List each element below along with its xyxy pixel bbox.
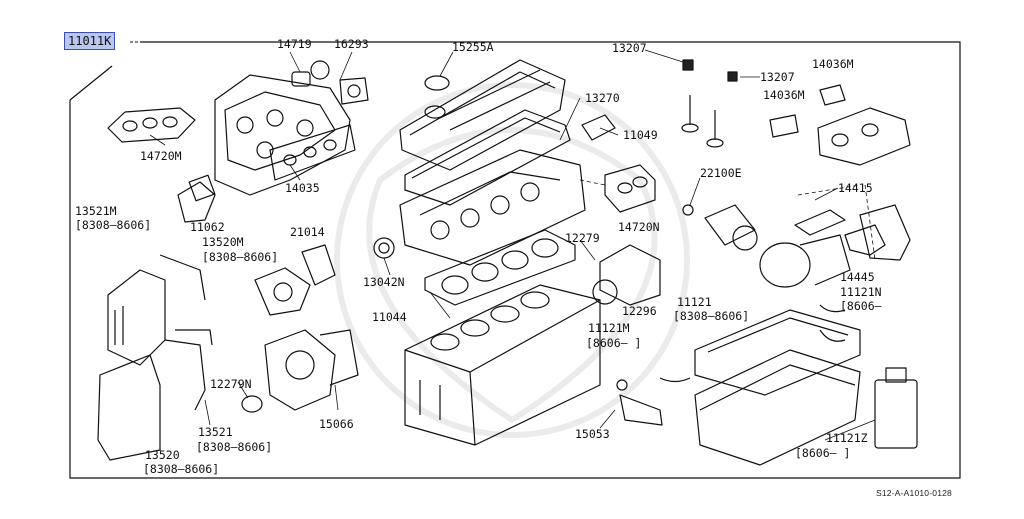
part-label-12279N[interactable]: 12279N	[210, 377, 252, 391]
valves[interactable]	[681, 95, 724, 148]
oil-strainer[interactable]	[619, 394, 663, 426]
part-label-14720M[interactable]: 14720M	[140, 149, 182, 163]
part-label-14720N[interactable]: 14720N	[618, 220, 660, 234]
part-label-13207-b[interactable]: 13207	[760, 70, 795, 84]
camshaft-seal[interactable]	[373, 237, 395, 259]
part-label-13270[interactable]: 13270	[585, 91, 620, 105]
distributor[interactable]	[704, 204, 758, 251]
part-label-11121M[interactable]: 11121M	[588, 321, 630, 335]
part-label-11121Z[interactable]: 11121Z	[826, 431, 868, 445]
part-label-13521-range[interactable]: [8308–8606]	[196, 440, 273, 454]
turbocharger[interactable]	[759, 209, 851, 288]
watermark	[334, 82, 690, 438]
part-label-12296[interactable]: 12296	[622, 304, 657, 318]
rocker-cover[interactable]	[399, 59, 566, 171]
part-label-15053[interactable]: 15053	[575, 427, 610, 441]
part-label-13520-range[interactable]: [8308–8606]	[143, 462, 220, 476]
part-label-21014[interactable]: 21014	[290, 225, 325, 239]
part-label-11121N[interactable]: 11121N	[840, 285, 882, 299]
part-label-14035[interactable]: 14035	[285, 181, 320, 195]
front-cover-gasket[interactable]	[319, 329, 359, 386]
diagram-code: S12-A-A1010-0128	[876, 488, 952, 498]
cylinder-block[interactable]	[404, 284, 601, 446]
timing-cover-upper[interactable]	[107, 269, 166, 366]
part-label-11049[interactable]: 11049	[623, 128, 658, 142]
alignment-lines	[579, 179, 876, 261]
part-label-11121Z-range[interactable]: [8606– ]	[795, 446, 851, 460]
exhaust-outlet[interactable]	[859, 204, 911, 261]
part-label-13521[interactable]: 13521	[198, 425, 233, 439]
exhaust-manifold-gasket-left[interactable]	[107, 107, 196, 143]
manifold-gasket[interactable]	[269, 124, 356, 181]
part-label-15066[interactable]: 15066	[319, 417, 354, 431]
part-label-11121N-range[interactable]: [8606–	[840, 299, 882, 313]
part-label-13521M[interactable]: 13521M	[75, 204, 117, 218]
oil-pump[interactable]	[264, 329, 336, 411]
part-label-13520M[interactable]: 13520M	[202, 235, 244, 249]
gasket-14036M-b[interactable]	[769, 114, 799, 138]
valve-seal-b[interactable]	[727, 71, 738, 82]
timing-gasket-13520[interactable]	[164, 339, 206, 411]
part-label-14036M-b[interactable]: 14036M	[763, 88, 805, 102]
part-label-14415[interactable]: 14415	[838, 181, 873, 195]
part-label-12279[interactable]: 12279	[565, 231, 600, 245]
part-label-16293[interactable]: 16293	[334, 37, 369, 51]
oil-pan-gasket[interactable]	[694, 309, 861, 396]
part-label-11044[interactable]: 11044	[372, 310, 407, 324]
rear-main-seal[interactable]	[592, 279, 618, 305]
timing-gasket-13521[interactable]	[175, 329, 213, 346]
water-pump-gasket[interactable]	[301, 244, 336, 286]
part-label-13520[interactable]: 13520	[145, 448, 180, 462]
rocker-cover-gasket[interactable]	[404, 109, 571, 206]
exhaust-gasket-14720N[interactable]	[604, 164, 656, 213]
part-label-13520M-range[interactable]: [8308–8606]	[202, 250, 279, 264]
seal-11121N[interactable]	[819, 304, 846, 313]
timing-gasket-13521M[interactable]	[159, 254, 206, 301]
diagram-frame	[69, 41, 961, 479]
head-gasket[interactable]	[424, 229, 576, 306]
part-label-14719[interactable]: 14719	[277, 37, 312, 51]
timing-cover-lower[interactable]	[97, 354, 161, 461]
crank-seal-12279N[interactable]	[241, 395, 263, 413]
distributor-o-ring[interactable]	[682, 204, 694, 216]
oil-filler-cap[interactable]	[424, 75, 450, 91]
highlighted-part-label[interactable]: 11011K	[64, 32, 116, 50]
part-label-13207-a[interactable]: 13207	[612, 41, 647, 55]
part-label-13521M-range[interactable]: [8308–8606]	[75, 218, 152, 232]
part-label-11121M-range[interactable]: [8606– ]	[586, 336, 642, 350]
liquid-gasket-bottle[interactable]	[874, 367, 918, 449]
valve-seal-a[interactable]	[682, 59, 694, 71]
part-label-11121[interactable]: 11121	[677, 295, 712, 309]
part-label-13042N[interactable]: 13042N	[363, 275, 405, 289]
valve-16293[interactable]	[310, 60, 330, 80]
exhaust-manifold-right[interactable]	[817, 107, 911, 166]
part-label-22100E[interactable]: 22100E	[700, 166, 742, 180]
water-pump[interactable]	[254, 267, 311, 316]
cover-plate[interactable]	[581, 114, 616, 141]
intake-manifold[interactable]	[214, 74, 351, 196]
turbo-gasket-14445[interactable]	[844, 224, 886, 256]
thermostat-housing[interactable]	[177, 174, 216, 223]
gasket-14036M-a[interactable]	[819, 84, 846, 106]
cylinder-head[interactable]	[399, 149, 586, 266]
seal-11121M[interactable]	[659, 377, 691, 383]
leader-lines	[149, 49, 876, 441]
gasket-14719[interactable]	[291, 71, 311, 87]
part-label-14445[interactable]: 14445	[840, 270, 875, 284]
rear-seal-housing[interactable]	[599, 244, 661, 306]
part-label-15255A[interactable]: 15255A	[452, 40, 494, 54]
oil-pan[interactable]	[694, 349, 861, 466]
part-label-11121-range[interactable]: [8308–8606]	[673, 309, 750, 323]
gasket-16293[interactable]	[339, 77, 369, 105]
part-label-11062[interactable]: 11062	[190, 220, 225, 234]
part-label-14036M-a[interactable]: 14036M	[812, 57, 854, 71]
